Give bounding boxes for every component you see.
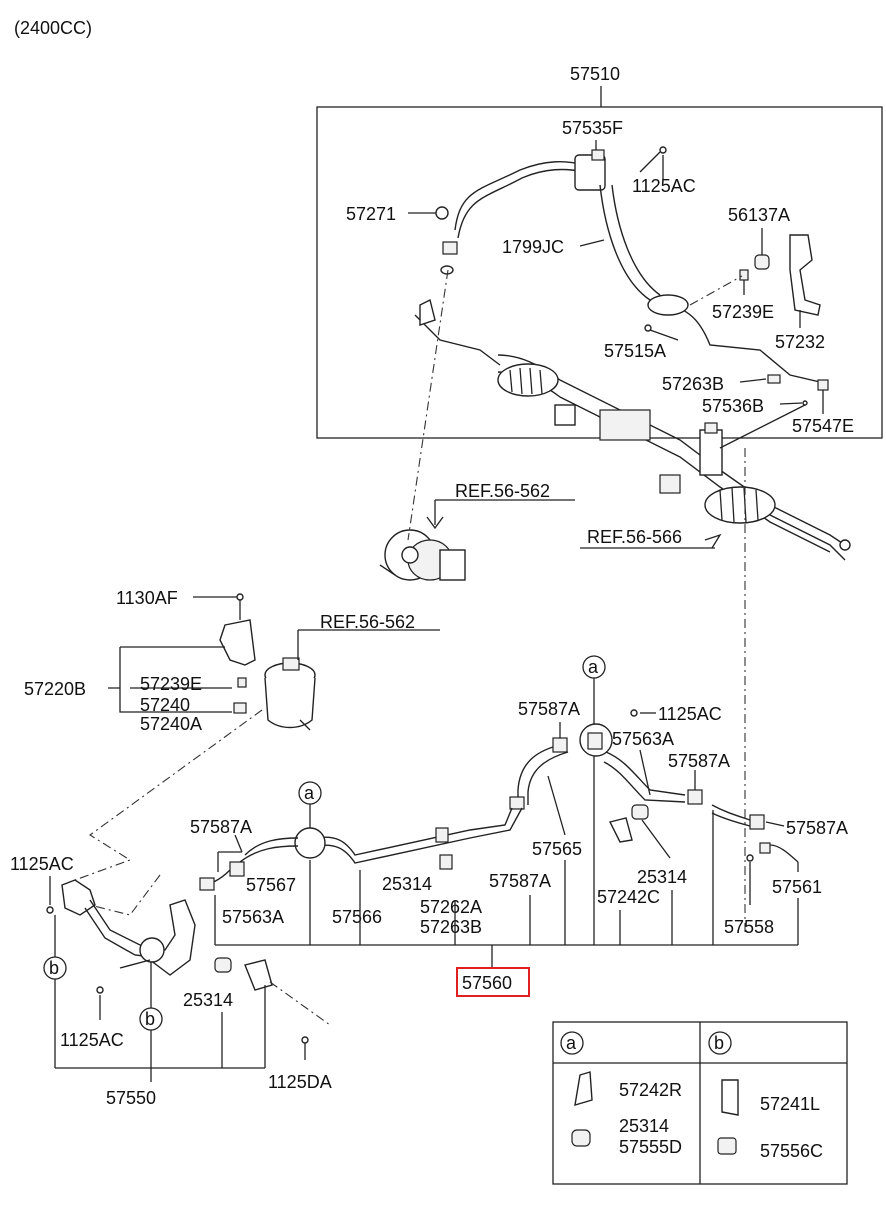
label-57262A: 57262A — [420, 897, 482, 917]
label-57587A-left: 57587A — [190, 817, 252, 837]
label-57566: 57566 — [332, 907, 382, 927]
return-hose-1799JC — [599, 184, 651, 301]
callout-b-low-text: b — [145, 1009, 155, 1029]
label-57558: 57558 — [724, 917, 774, 937]
callout-a-mid-text: a — [304, 783, 315, 803]
pump-reference — [379, 529, 466, 581]
label-57587A-top: 57587A — [518, 699, 580, 719]
label-57271: 57271 — [346, 204, 396, 224]
label-57565: 57565 — [532, 839, 582, 859]
label-57220B: 57220B — [24, 679, 86, 699]
label-57263B: 57263B — [662, 374, 724, 394]
label-57242C: 57242C — [597, 887, 660, 907]
label-ref-reservoir: REF.56-562 — [320, 612, 415, 632]
grommet-56137A — [754, 254, 770, 270]
label-57547E: 57547E — [792, 416, 854, 436]
label-1125DA: 1125DA — [268, 1072, 332, 1092]
pressure-tube-57550 — [61, 879, 196, 976]
legend-b-key: b — [714, 1033, 724, 1053]
label-1125AC-low: 1125AC — [60, 1030, 124, 1050]
legend-a-item-0: 57242R — [619, 1080, 682, 1100]
legend-a-key: a — [566, 1033, 577, 1053]
label-57239E-top: 57239E — [712, 302, 774, 322]
label-56137A: 56137A — [728, 205, 790, 225]
reservoir-bracket-57220B — [219, 619, 256, 714]
steering-rack — [414, 298, 851, 561]
label-1125AC-mid: 1125AC — [658, 704, 722, 724]
reservoir — [264, 657, 316, 731]
label-1130AF: 1130AF — [116, 588, 178, 608]
label-57535F: 57535F — [562, 118, 623, 138]
grommet-25314-right — [631, 804, 649, 820]
legend-b-item-1: 57556C — [760, 1141, 823, 1161]
label-1799JC: 1799JC — [502, 237, 564, 257]
label-25314-right: 25314 — [637, 867, 687, 887]
grommet-25314-low — [214, 957, 232, 973]
label-57515A: 57515A — [604, 341, 666, 361]
label-25314-mid: 25314 — [382, 874, 432, 894]
leader-tree-57560 — [214, 756, 799, 968]
bracket-57550 — [244, 959, 273, 991]
label-1125AC-top: 1125AC — [632, 176, 696, 196]
hose-fitting-57535F — [574, 154, 606, 191]
highlight-box-57560 — [456, 967, 530, 997]
bracket-57262A — [439, 854, 453, 870]
legend-a-item-2: 57555D — [619, 1137, 682, 1157]
pressure-hose-upper — [454, 161, 586, 231]
label-57567: 57567 — [246, 875, 296, 895]
legend-b-item-0: 57241L — [760, 1094, 820, 1114]
callout-a-top-text: a — [588, 657, 599, 677]
label-57263B-low: 57263B — [420, 917, 482, 937]
engine-label: (2400CC) — [14, 18, 92, 38]
label-ref-pump: REF.56-562 — [455, 481, 550, 501]
label-57587A-far: 57587A — [786, 818, 848, 838]
label-57563A-low: 57563A — [222, 907, 284, 927]
bracket-57232 — [789, 234, 821, 316]
label-57232: 57232 — [775, 332, 825, 352]
washer-57271 — [435, 206, 449, 220]
label-57587A-mid: 57587A — [489, 871, 551, 891]
clip-57242C — [608, 817, 633, 843]
label-57239E-mid: 57239E — [140, 674, 202, 694]
label-57240: 57240 — [140, 695, 190, 715]
label-ref-gear: REF.56-566 — [587, 527, 682, 547]
collar-57239E-top — [739, 269, 749, 281]
label-57563A-top: 57563A — [612, 729, 674, 749]
bolt-57263B — [767, 374, 781, 384]
label-57560: 57560 — [462, 973, 512, 993]
label-57561: 57561 — [772, 877, 822, 897]
legend-table: a b 57242R 25314 57555D 57241L 57556C — [552, 1021, 848, 1185]
callout-b-left-text: b — [49, 958, 59, 978]
label-57240A: 57240A — [140, 714, 202, 734]
label-57510: 57510 — [570, 64, 620, 84]
label-57536B: 57536B — [702, 396, 764, 416]
label-57587A-right: 57587A — [668, 751, 730, 771]
legend-a-item-1: 25314 — [619, 1116, 669, 1136]
tube-57566 — [314, 807, 513, 856]
label-57550: 57550 — [106, 1088, 156, 1108]
label-1125AC-left: 1125AC — [10, 854, 74, 874]
label-25314-low: 25314 — [183, 990, 233, 1010]
